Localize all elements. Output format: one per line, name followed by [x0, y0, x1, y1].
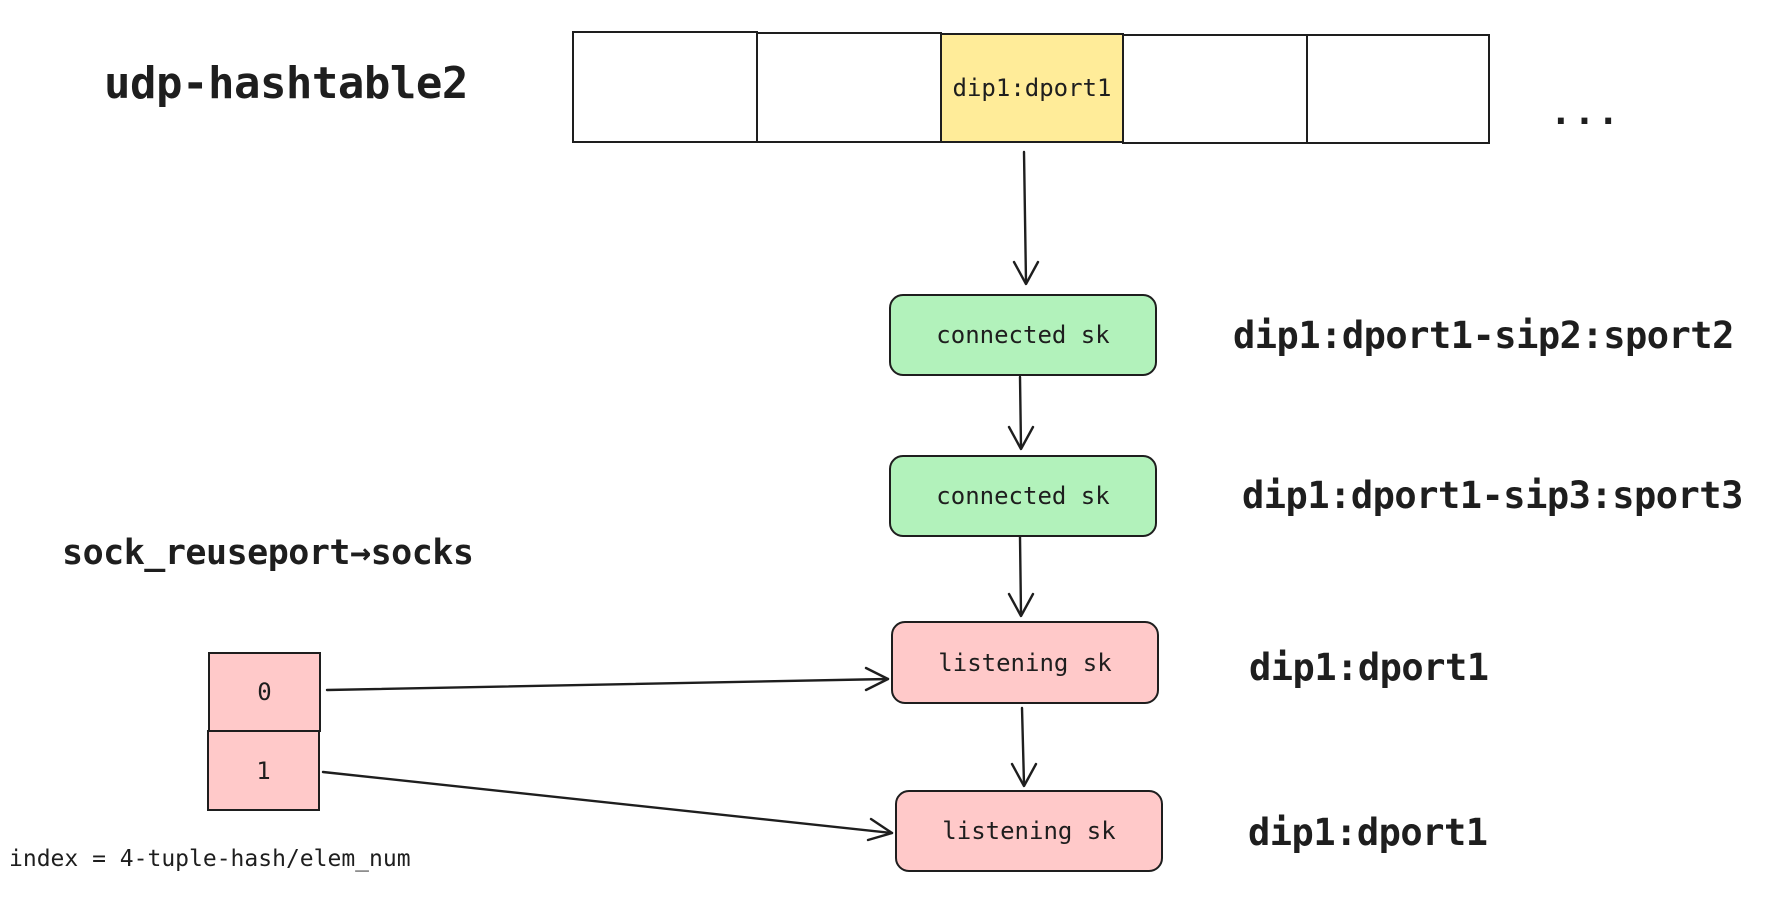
arrow-cell-0-to-listening-sk-1: [325, 666, 890, 692]
connected-sk-tuple-label: dip1:dport1-sip2:sport2: [1233, 314, 1734, 357]
listening-sk-node: listening sk: [895, 790, 1163, 872]
listening-sk-tuple-label: dip1:dport1: [1249, 646, 1489, 689]
socks-array-cell: 0: [208, 652, 321, 732]
connected-sk-node: connected sk: [889, 455, 1157, 537]
arrow-cell-1-to-listening-sk-2: [321, 770, 894, 842]
arrow-listening-sk-1-to-listening-sk-2: [1010, 706, 1038, 788]
hashtable-slot: [1306, 34, 1490, 144]
arrow-connected-sk-1-to-connected-sk-2: [1007, 375, 1035, 451]
index-formula: index = 4-tuple-hash/elem_num: [9, 846, 411, 872]
connected-sk-node: connected sk: [889, 294, 1157, 376]
reuseport-socks-title: sock_reuseport→socks: [62, 533, 474, 573]
listening-sk-node: listening sk: [891, 621, 1159, 704]
hashtable-slot-highlighted: dip1:dport1: [940, 33, 1124, 143]
hashtable-slot: [1122, 34, 1308, 144]
hashtable-ellipsis: ...: [1550, 92, 1622, 133]
socks-array-cell: 1: [207, 730, 320, 811]
connected-sk-tuple-label: dip1:dport1-sip3:sport3: [1242, 474, 1743, 517]
hashtable-title: udp-hashtable2: [104, 58, 468, 109]
hashtable-slot: [572, 31, 758, 143]
arrow-slot-to-connected-sk-1: [1012, 150, 1040, 286]
arrow-connected-sk-2-to-listening-sk-1: [1007, 535, 1035, 618]
listening-sk-tuple-label: dip1:dport1: [1248, 811, 1488, 854]
hashtable-slot: [756, 32, 942, 143]
